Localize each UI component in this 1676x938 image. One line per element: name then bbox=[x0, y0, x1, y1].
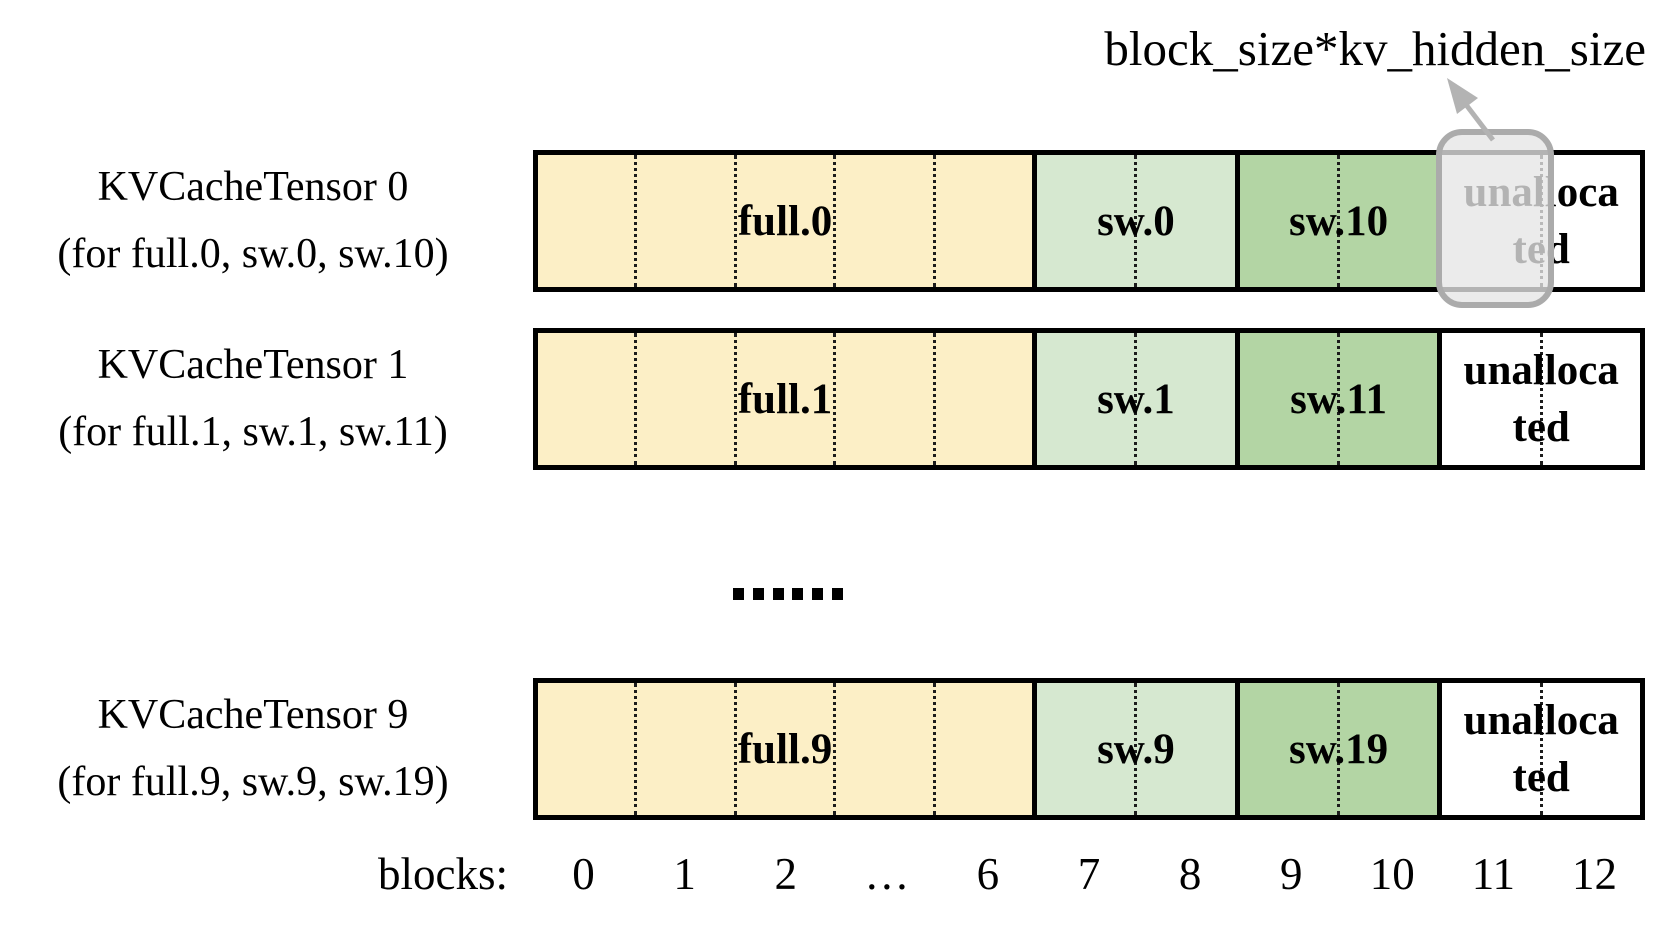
ellipsis-dot bbox=[831, 587, 843, 600]
tensor-1-title: KVCacheTensor 1 bbox=[97, 342, 409, 388]
tensor-9-title: KVCacheTensor 9 bbox=[97, 692, 409, 738]
block-cell bbox=[1134, 333, 1234, 465]
ellipsis-dot bbox=[733, 587, 744, 600]
tensor-9-subtitle: (for full.9, sw.9, sw.19) bbox=[57, 759, 449, 805]
segment-sw-second-1: sw.11 bbox=[1234, 333, 1438, 465]
block-cell bbox=[634, 333, 733, 465]
axis-tick-0: 0 bbox=[572, 849, 595, 899]
axis-tick-12: 12 bbox=[1571, 849, 1617, 899]
block-cell bbox=[1134, 683, 1234, 815]
block-cell bbox=[1539, 333, 1640, 465]
block-cell bbox=[1337, 333, 1437, 465]
tensor-1-label: KVCacheTensor 1 (for full.1, sw.1, sw.11… bbox=[6, 328, 500, 470]
block-size-annotation-label: block_size*kv_hidden_size bbox=[1104, 21, 1646, 76]
block-cell bbox=[932, 333, 1032, 465]
ellipsis-dot bbox=[812, 587, 824, 600]
block-cell bbox=[1539, 155, 1640, 287]
block-cell bbox=[1240, 333, 1337, 465]
segment-full-0: full.0 bbox=[538, 155, 1033, 287]
block-cell bbox=[538, 683, 634, 815]
axis-tick-6: 6 bbox=[976, 849, 1000, 899]
ellipsis-dot bbox=[772, 587, 784, 600]
segment-unallocated-1: unalloca ted bbox=[1437, 333, 1641, 465]
block-cell bbox=[1442, 333, 1539, 465]
kv-cache-bar-9: full.9 sw.9 sw.19 unalloca ted bbox=[533, 678, 1645, 820]
block-cell bbox=[733, 155, 833, 287]
rows-ellipsis bbox=[733, 587, 843, 600]
blocks-axis-label: blocks: bbox=[378, 849, 508, 899]
block-cell bbox=[833, 155, 932, 287]
axis-tick-11: 11 bbox=[1471, 849, 1516, 899]
block-cell bbox=[833, 333, 932, 465]
block-cell bbox=[833, 683, 932, 815]
block-cell bbox=[1240, 683, 1337, 815]
segment-full-1: full.1 bbox=[538, 333, 1033, 465]
block-cell bbox=[634, 155, 733, 287]
block-cell bbox=[1337, 683, 1437, 815]
block-cell bbox=[538, 333, 634, 465]
tensor-0-subtitle: (for full.0, sw.0, sw.10) bbox=[57, 231, 449, 277]
axis-tick-ellipsis: … bbox=[864, 849, 910, 899]
block-cell bbox=[1037, 333, 1134, 465]
block-cell bbox=[1134, 155, 1234, 287]
block-cell bbox=[733, 333, 833, 465]
segment-sw-first-0: sw.0 bbox=[1032, 155, 1235, 287]
block-cell bbox=[932, 155, 1032, 287]
tensor-0-title: KVCacheTensor 0 bbox=[97, 164, 409, 210]
axis-tick-10: 10 bbox=[1369, 849, 1415, 899]
block-cell bbox=[1240, 155, 1337, 287]
segment-sw-first-9: sw.9 bbox=[1032, 683, 1235, 815]
segment-unallocated-9: unalloca ted bbox=[1437, 683, 1641, 815]
segment-sw-second-0: sw.10 bbox=[1234, 155, 1438, 287]
kv-cache-bar-1: full.1 sw.1 sw.11 unalloca ted bbox=[533, 328, 1645, 470]
block-cell bbox=[634, 683, 733, 815]
block-cell bbox=[932, 683, 1032, 815]
block-cell bbox=[733, 683, 833, 815]
segment-sw-second-9: sw.19 bbox=[1234, 683, 1438, 815]
axis-tick-2: 2 bbox=[774, 849, 797, 899]
block-cell bbox=[538, 155, 634, 287]
block-cell bbox=[1442, 683, 1539, 815]
block-highlight-box bbox=[1436, 129, 1554, 308]
segment-sw-first-1: sw.1 bbox=[1032, 333, 1235, 465]
tensor-9-label: KVCacheTensor 9 (for full.9, sw.9, sw.19… bbox=[6, 678, 500, 820]
block-cell bbox=[1037, 683, 1134, 815]
axis-tick-1: 1 bbox=[673, 849, 696, 899]
tensor-0-label: KVCacheTensor 0 (for full.0, sw.0, sw.10… bbox=[6, 150, 500, 292]
ellipsis-dot bbox=[752, 587, 764, 600]
tensor-1-subtitle: (for full.1, sw.1, sw.11) bbox=[58, 409, 448, 455]
axis-tick-8: 8 bbox=[1178, 849, 1202, 899]
axis-tick-7: 7 bbox=[1077, 849, 1101, 899]
segment-full-9: full.9 bbox=[538, 683, 1033, 815]
block-cell bbox=[1337, 155, 1437, 287]
ellipsis-dot bbox=[792, 587, 804, 600]
block-cell bbox=[1037, 155, 1134, 287]
block-cell bbox=[1539, 683, 1640, 815]
blocks-axis: 0 1 2 … 6 7 8 9 10 11 12 bbox=[533, 846, 1645, 902]
axis-tick-9: 9 bbox=[1279, 849, 1303, 899]
